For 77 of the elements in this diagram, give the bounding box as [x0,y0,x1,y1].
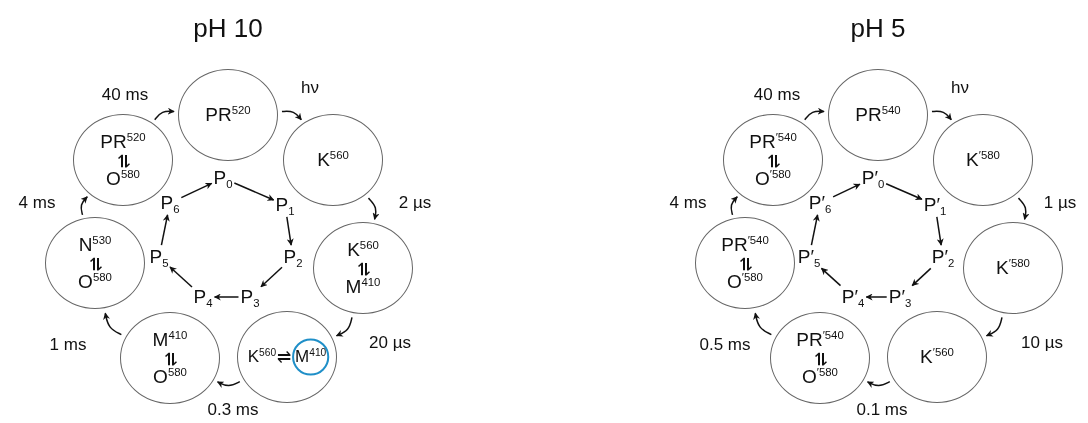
equilibrium-symbol: ⇌ [277,348,292,366]
arrow [931,110,952,121]
arrow [281,110,302,121]
state-label: O$^{′580}$ [802,366,838,387]
arrow [180,182,213,199]
intermediate-label: P$_{4}$ [193,287,213,307]
arrow [865,293,888,301]
arrow [169,266,193,288]
state-label: M$^{410}$ [152,329,188,350]
state-label: N$^{530}$ [78,234,112,255]
state-label: O$^{′580}$ [755,168,791,189]
state-label: O$^{580}$ [153,366,187,387]
arrow [160,214,170,246]
arrow [286,216,294,246]
state-label: O$^{′580}$ [727,271,763,292]
arrow [80,196,88,216]
arrow [730,196,738,216]
intermediate-label: P$_{6}$ [160,193,180,213]
arrow [804,107,825,121]
equilibrium-symbol: ⇌ [86,256,104,270]
arrow [213,293,240,301]
intermediate-label: P$_{2}$ [283,247,303,267]
arrow [233,182,275,201]
rate-label: 1 µs [1042,194,1078,212]
rate-label: 20 µs [368,334,412,352]
state-label: K$^{560}$ [347,239,379,260]
intermediate-label: P′$_{1}$ [923,195,947,215]
state-label: O$^{580}$ [78,271,112,292]
intermediate-label: P$_{5}$ [149,247,169,267]
equilibrium-symbol: ⇌ [811,351,829,365]
intermediate-label: P′$_{3}$ [888,287,912,307]
state-label: O$^{580}$ [106,168,140,189]
equilibrium-symbol: ⇌ [114,153,132,167]
state-label: PR$^{520}$ [100,131,146,152]
intermediate-label: P′$_{2}$ [931,247,955,267]
state-label: K$^{′560}$ [920,347,954,367]
state-label: PR$^{′540}$ [721,234,769,255]
rate-label: 2 µs [397,194,433,212]
arrow [260,266,283,288]
arrow [936,216,944,246]
arrow [885,182,923,201]
state-label: PR$^{′540}$ [749,131,797,152]
arrow [216,380,241,388]
arrow [1017,197,1030,220]
state-label: K$^{′580}$ [996,258,1030,278]
panel-title: pH 5 [850,12,906,44]
intermediate-label: P$_{3}$ [240,287,260,307]
arrow [832,183,861,198]
state-label: K$^{′580}$ [966,150,1000,170]
arrow [753,312,773,336]
equilibrium-symbol: ⇌ [354,261,372,275]
equilibrium-symbol: ⇌ [736,256,754,270]
rate-label: 10 µs [1020,334,1064,352]
intermediate-label: P′$_{5}$ [797,247,821,267]
state-label: K$^{560}$ [247,347,277,367]
arrow [154,107,175,121]
state-label: PR$^{520}$ [205,105,251,125]
state-label: PR$^{′540}$ [796,329,844,350]
intermediate-label: P$_{0}$ [213,168,233,188]
state-label: K$^{560}$ [317,150,349,170]
intermediate-label: P′$_{6}$ [808,193,832,213]
arrow [911,267,932,287]
state-label: M$^{410}$ [295,347,327,367]
arrow [810,214,820,246]
state-label: M$^{410}$ [345,276,381,297]
intermediate-label: P$_{1}$ [275,195,295,215]
arrow [985,316,1003,337]
arrow [103,312,123,336]
arrow [335,316,353,337]
equilibrium-symbol: ⇌ [764,153,782,167]
intermediate-label: P′$_{4}$ [841,287,865,307]
state-label: PR$^{540}$ [855,105,901,125]
intermediate-label: P′$_{0}$ [861,168,885,188]
arrow [367,197,380,220]
equilibrium-symbol: ⇌ [161,351,179,365]
panel-title: pH 10 [193,12,263,44]
arrow [820,267,842,287]
